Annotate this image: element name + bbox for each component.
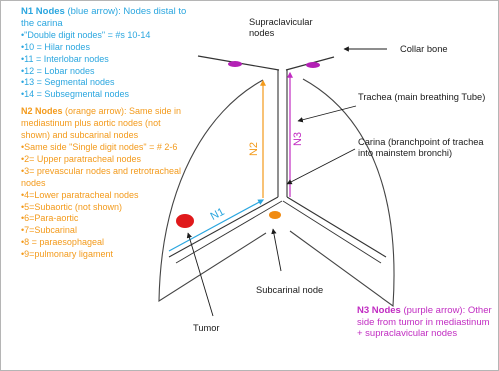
n2-item: •9=pulmonary ligament (21, 249, 191, 261)
n2-item: •6=Para-aortic (21, 213, 191, 225)
legend-panel: N1 Nodes (blue arrow): Nodes distal to t… (21, 6, 191, 261)
n2-heading-bold: N2 Nodes (21, 106, 63, 116)
n1-heading: N1 Nodes (blue arrow): Nodes distal to t… (21, 6, 191, 30)
carina-pointer (287, 149, 355, 184)
n1-item: •14 = Subsegmental nodes (21, 89, 191, 101)
trachea-pointer (298, 106, 356, 121)
n1-item: •13 = Segmental nodes (21, 77, 191, 89)
left-supraclavicular-node (228, 61, 242, 67)
n1-heading-bold: N1 Nodes (21, 6, 65, 17)
n2-item: •Same side "Single digit nodes" = # 2-6 (21, 142, 191, 154)
n2-item: •7=Subcarinal (21, 225, 191, 237)
n3-heading-bold: N3 Nodes (357, 305, 401, 316)
n2-item: •2= Upper paratracheal nodes (21, 154, 191, 166)
subcarinal-label: Subcarinal node (256, 285, 356, 296)
subcarinal-pointer (273, 229, 281, 271)
n2-arrow-label: N2 (248, 142, 260, 156)
right-bronchus-inner (283, 201, 381, 263)
tumor-pointer (188, 233, 213, 316)
right-bronchus-outer (287, 197, 386, 257)
n1-item: •10 = Hilar nodes (21, 42, 191, 54)
tumor-label: Tumor (193, 323, 243, 334)
carina-label: Carina (branchpoint of trachea into main… (358, 137, 486, 159)
n2-item: •4=Lower paratracheal nodes (21, 190, 191, 202)
n1-item: •11 = Interlobar nodes (21, 54, 191, 66)
trachea-label: Trachea (main breathing Tube) (358, 92, 498, 103)
n2-item: •5=Subaortic (not shown) (21, 202, 191, 214)
right-lung-outline (290, 79, 394, 306)
n2-heading: N2 Nodes (orange arrow): Same side in me… (21, 106, 191, 142)
n1-arrow-label: N1 (209, 206, 227, 223)
n2-item: •3= prevascular nodes and retrotracheal … (21, 166, 191, 190)
left-bronchus-inner (176, 201, 282, 263)
n2-item: •8 = paraesophageal (21, 237, 191, 249)
supraclavicular-label: Supraclavicular nodes (249, 17, 307, 39)
n1-item: •12 = Lobar nodes (21, 66, 191, 78)
collar-bone-label: Collar bone (400, 44, 480, 55)
subcarinal-node (269, 211, 281, 219)
right-supraclavicular-node (306, 62, 320, 68)
n3-arrow-label: N3 (292, 132, 304, 146)
n1-item: •"Double digit nodes" = #s 10-14 (21, 30, 191, 42)
n3-legend: N3 Nodes (purple arrow): Other side from… (357, 305, 497, 340)
